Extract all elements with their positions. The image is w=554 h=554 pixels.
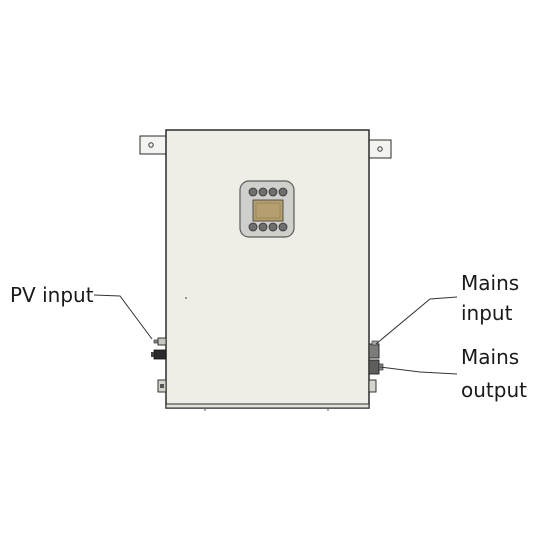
pv-input-leader bbox=[93, 294, 153, 340]
mains-output-label-line1: Mains bbox=[461, 345, 520, 369]
panel-button-top-2 bbox=[258, 187, 268, 197]
mains-input-connector bbox=[368, 343, 380, 359]
control-panel bbox=[239, 180, 295, 238]
mains-output-connector bbox=[368, 359, 380, 375]
panel-button-bottom-3 bbox=[268, 222, 278, 232]
panel-button-bottom-1 bbox=[248, 222, 258, 232]
panel-button-bottom-2 bbox=[258, 222, 268, 232]
pv-input-label: PV input bbox=[10, 283, 94, 307]
right-lower-fitting bbox=[368, 379, 377, 393]
right-mounting-bracket bbox=[368, 139, 392, 159]
mains-output-label-line2: output bbox=[461, 378, 527, 402]
mains-input-label-line2: input bbox=[461, 301, 513, 325]
cabinet-body bbox=[165, 129, 370, 409]
pv-input-gland bbox=[153, 349, 167, 360]
panel-display-screen bbox=[252, 199, 284, 222]
mains-input-label-line1: Mains bbox=[461, 271, 520, 295]
panel-button-top-4 bbox=[278, 187, 288, 197]
panel-button-top-3 bbox=[268, 187, 278, 197]
panel-button-top-1 bbox=[248, 187, 258, 197]
cabinet-base bbox=[165, 403, 370, 409]
mains-input-leader bbox=[375, 296, 458, 345]
panel-button-bottom-4 bbox=[278, 222, 288, 232]
cabinet-screw-mark bbox=[185, 297, 187, 299]
pv-input-connector bbox=[151, 337, 167, 393]
mains-connectors bbox=[368, 340, 384, 393]
mains-output-leader bbox=[379, 366, 458, 375]
left-mounting-bracket bbox=[139, 135, 167, 155]
